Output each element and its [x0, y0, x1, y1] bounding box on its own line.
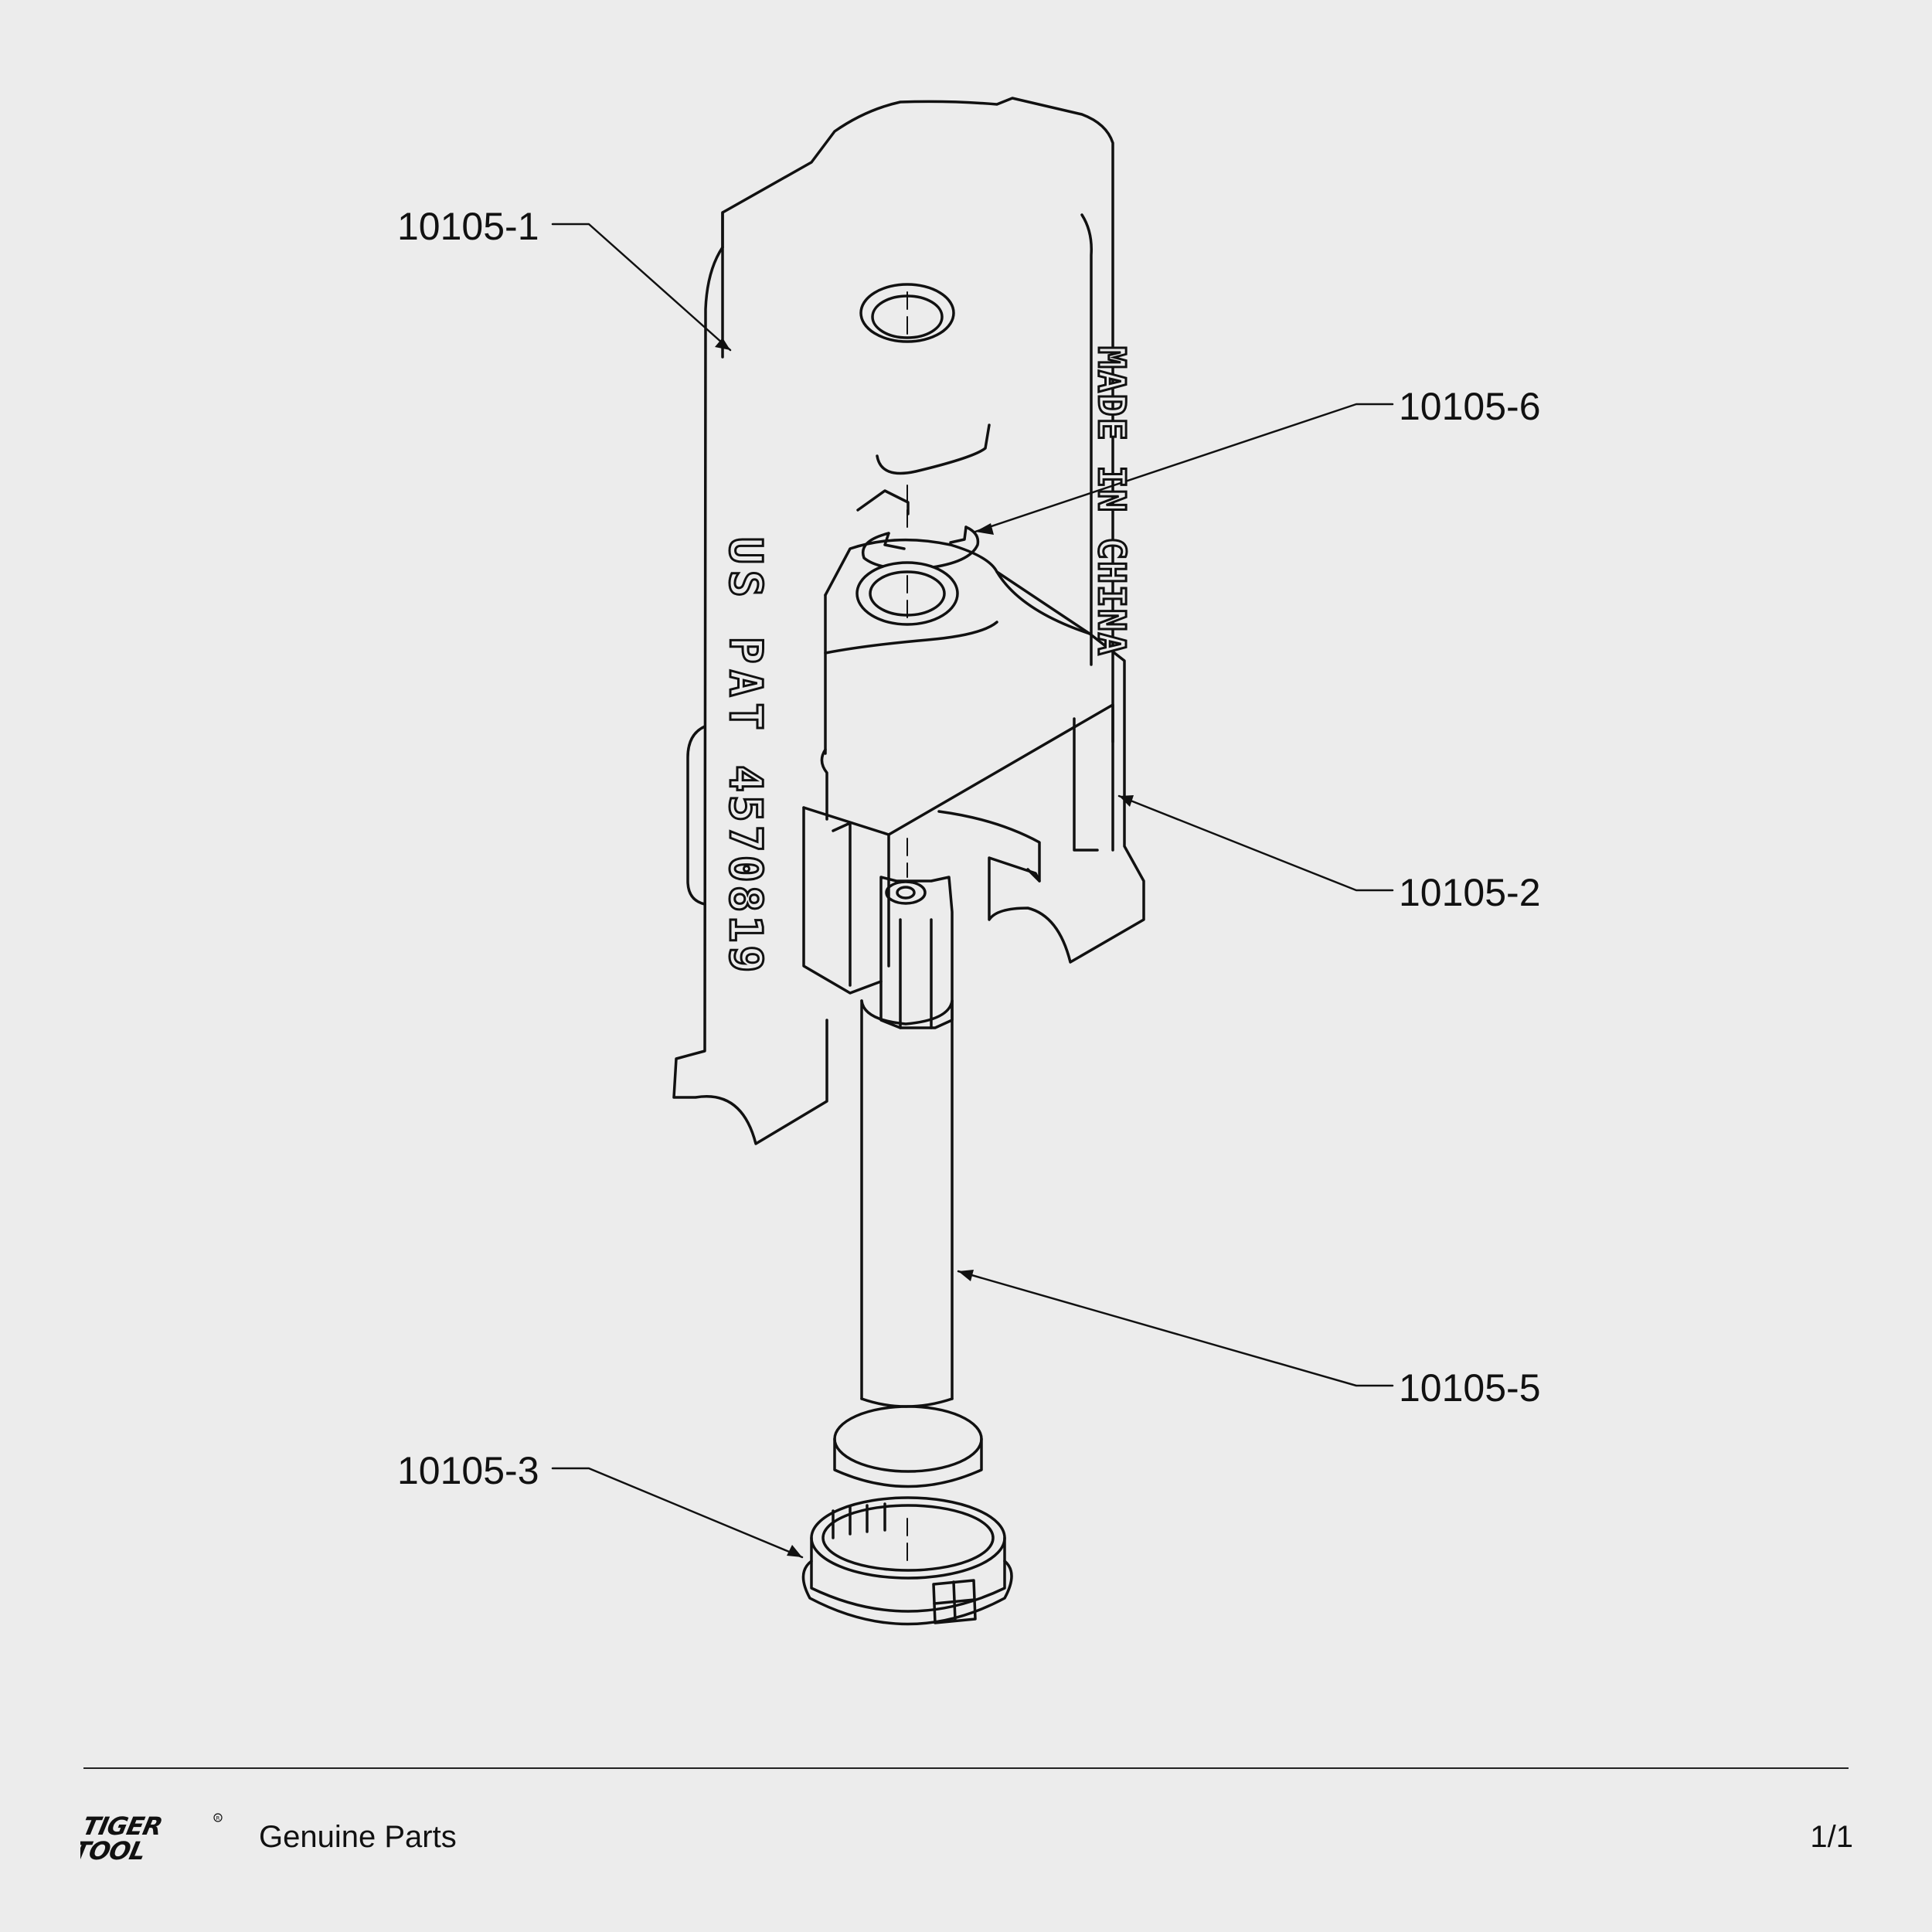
stamp-patent: US PAT — [719, 537, 772, 736]
stamp-patent-number: 4570819 — [719, 765, 772, 975]
callout-10105-3: 10105-3 — [397, 1449, 539, 1492]
footer-divider — [83, 1767, 1849, 1769]
leader-lines — [551, 223, 1394, 1559]
leader-arrowheads — [715, 338, 1134, 1557]
page-number: 1/1 — [1810, 1820, 1853, 1854]
logo-word-top: TIGER — [80, 1811, 165, 1841]
callout-10105-6: 10105-6 — [1399, 385, 1541, 428]
callout-10105-2: 10105-2 — [1399, 871, 1541, 914]
logo-word-bottom: TOOL — [80, 1836, 148, 1864]
bracket-body — [672, 97, 1114, 1145]
callout-10105-5: 10105-5 — [1399, 1366, 1541, 1410]
shaft — [833, 876, 983, 1488]
registered-mark-icon — [213, 1813, 223, 1822]
stamp-origin: MADE IN CHINA — [1090, 346, 1133, 657]
retaining-clip — [856, 489, 980, 570]
svg-text:R: R — [216, 1815, 220, 1821]
callout-10105-1: 10105-1 — [397, 205, 539, 248]
base-cup — [801, 1496, 1013, 1626]
footer-tagline: Genuine Parts — [259, 1820, 457, 1854]
tiger-tool-logo: TIGER TOOL R — [80, 1811, 223, 1864]
